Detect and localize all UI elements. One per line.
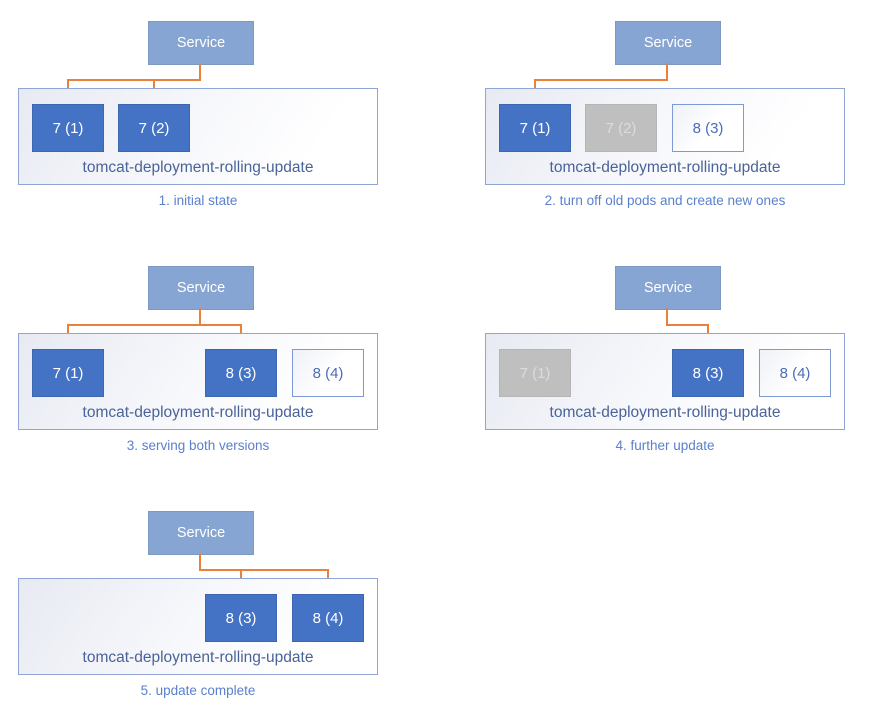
- service-box: Service: [148, 511, 254, 555]
- stage-caption: 5. update complete: [140, 683, 256, 698]
- pod-off: 7 (1): [499, 349, 571, 397]
- pod-active: 7 (1): [499, 104, 571, 152]
- arrow-stem: [199, 308, 201, 326]
- stage-panel: Service tomcat-deployment-rolling-update…: [0, 245, 403, 485]
- arrow-line: [67, 324, 242, 326]
- deployment-label: tomcat-deployment-rolling-update: [549, 159, 781, 176]
- arrow-stem: [666, 308, 668, 326]
- service-label: Service: [176, 280, 226, 296]
- arrow-drop: [327, 569, 329, 585]
- stage-panel: Service tomcat-deployment-rolling-update…: [467, 0, 870, 240]
- stage-panel: Service tomcat-deployment-rolling-update…: [467, 245, 870, 485]
- pod-active: 7 (1): [32, 104, 104, 152]
- arrow-drop: [153, 79, 155, 95]
- service-label: Service: [176, 35, 226, 51]
- arrow-line: [67, 79, 201, 81]
- pod-active: 7 (2): [118, 104, 190, 152]
- service-label: Service: [643, 35, 693, 51]
- arrow-stem: [666, 63, 668, 81]
- arrow-drop: [534, 79, 536, 95]
- arrow-stem: [199, 63, 201, 81]
- stage-caption: 2. turn off old pods and create new ones: [544, 193, 786, 208]
- stage-caption: 3. serving both versions: [126, 438, 270, 453]
- pod-active: 8 (3): [672, 349, 744, 397]
- stage-caption: 1. initial state: [158, 193, 238, 208]
- service-box: Service: [148, 21, 254, 65]
- arrow-drop: [67, 79, 69, 95]
- pod-active: 8 (3): [205, 594, 277, 642]
- pod-active: 8 (4): [292, 594, 364, 642]
- service-label: Service: [176, 525, 226, 541]
- stage-panel: Service tomcat-deployment-rolling-update…: [0, 490, 403, 718]
- deployment-label: tomcat-deployment-rolling-update: [549, 404, 781, 421]
- pod-new: 8 (4): [759, 349, 831, 397]
- arrow-line: [666, 324, 709, 326]
- service-box: Service: [615, 266, 721, 310]
- pod-active: 8 (3): [205, 349, 277, 397]
- arrow-stem: [199, 553, 201, 571]
- arrow-drop: [240, 569, 242, 585]
- pod-new: 8 (4): [292, 349, 364, 397]
- service-label: Service: [643, 280, 693, 296]
- arrow-drop: [67, 324, 69, 340]
- service-box: Service: [148, 266, 254, 310]
- deployment-label: tomcat-deployment-rolling-update: [82, 649, 314, 666]
- pod-off: 7 (2): [585, 104, 657, 152]
- stage-panel: Service tomcat-deployment-rolling-update…: [0, 0, 403, 240]
- arrow-line: [534, 79, 668, 81]
- service-box: Service: [615, 21, 721, 65]
- deployment-label: tomcat-deployment-rolling-update: [82, 159, 314, 176]
- pod-new: 8 (3): [672, 104, 744, 152]
- deployment-label: tomcat-deployment-rolling-update: [82, 404, 314, 421]
- pod-active: 7 (1): [32, 349, 104, 397]
- stage-caption: 4. further update: [615, 438, 715, 453]
- arrow-drop: [240, 324, 242, 340]
- arrow-drop: [707, 324, 709, 340]
- arrow-line: [199, 569, 329, 571]
